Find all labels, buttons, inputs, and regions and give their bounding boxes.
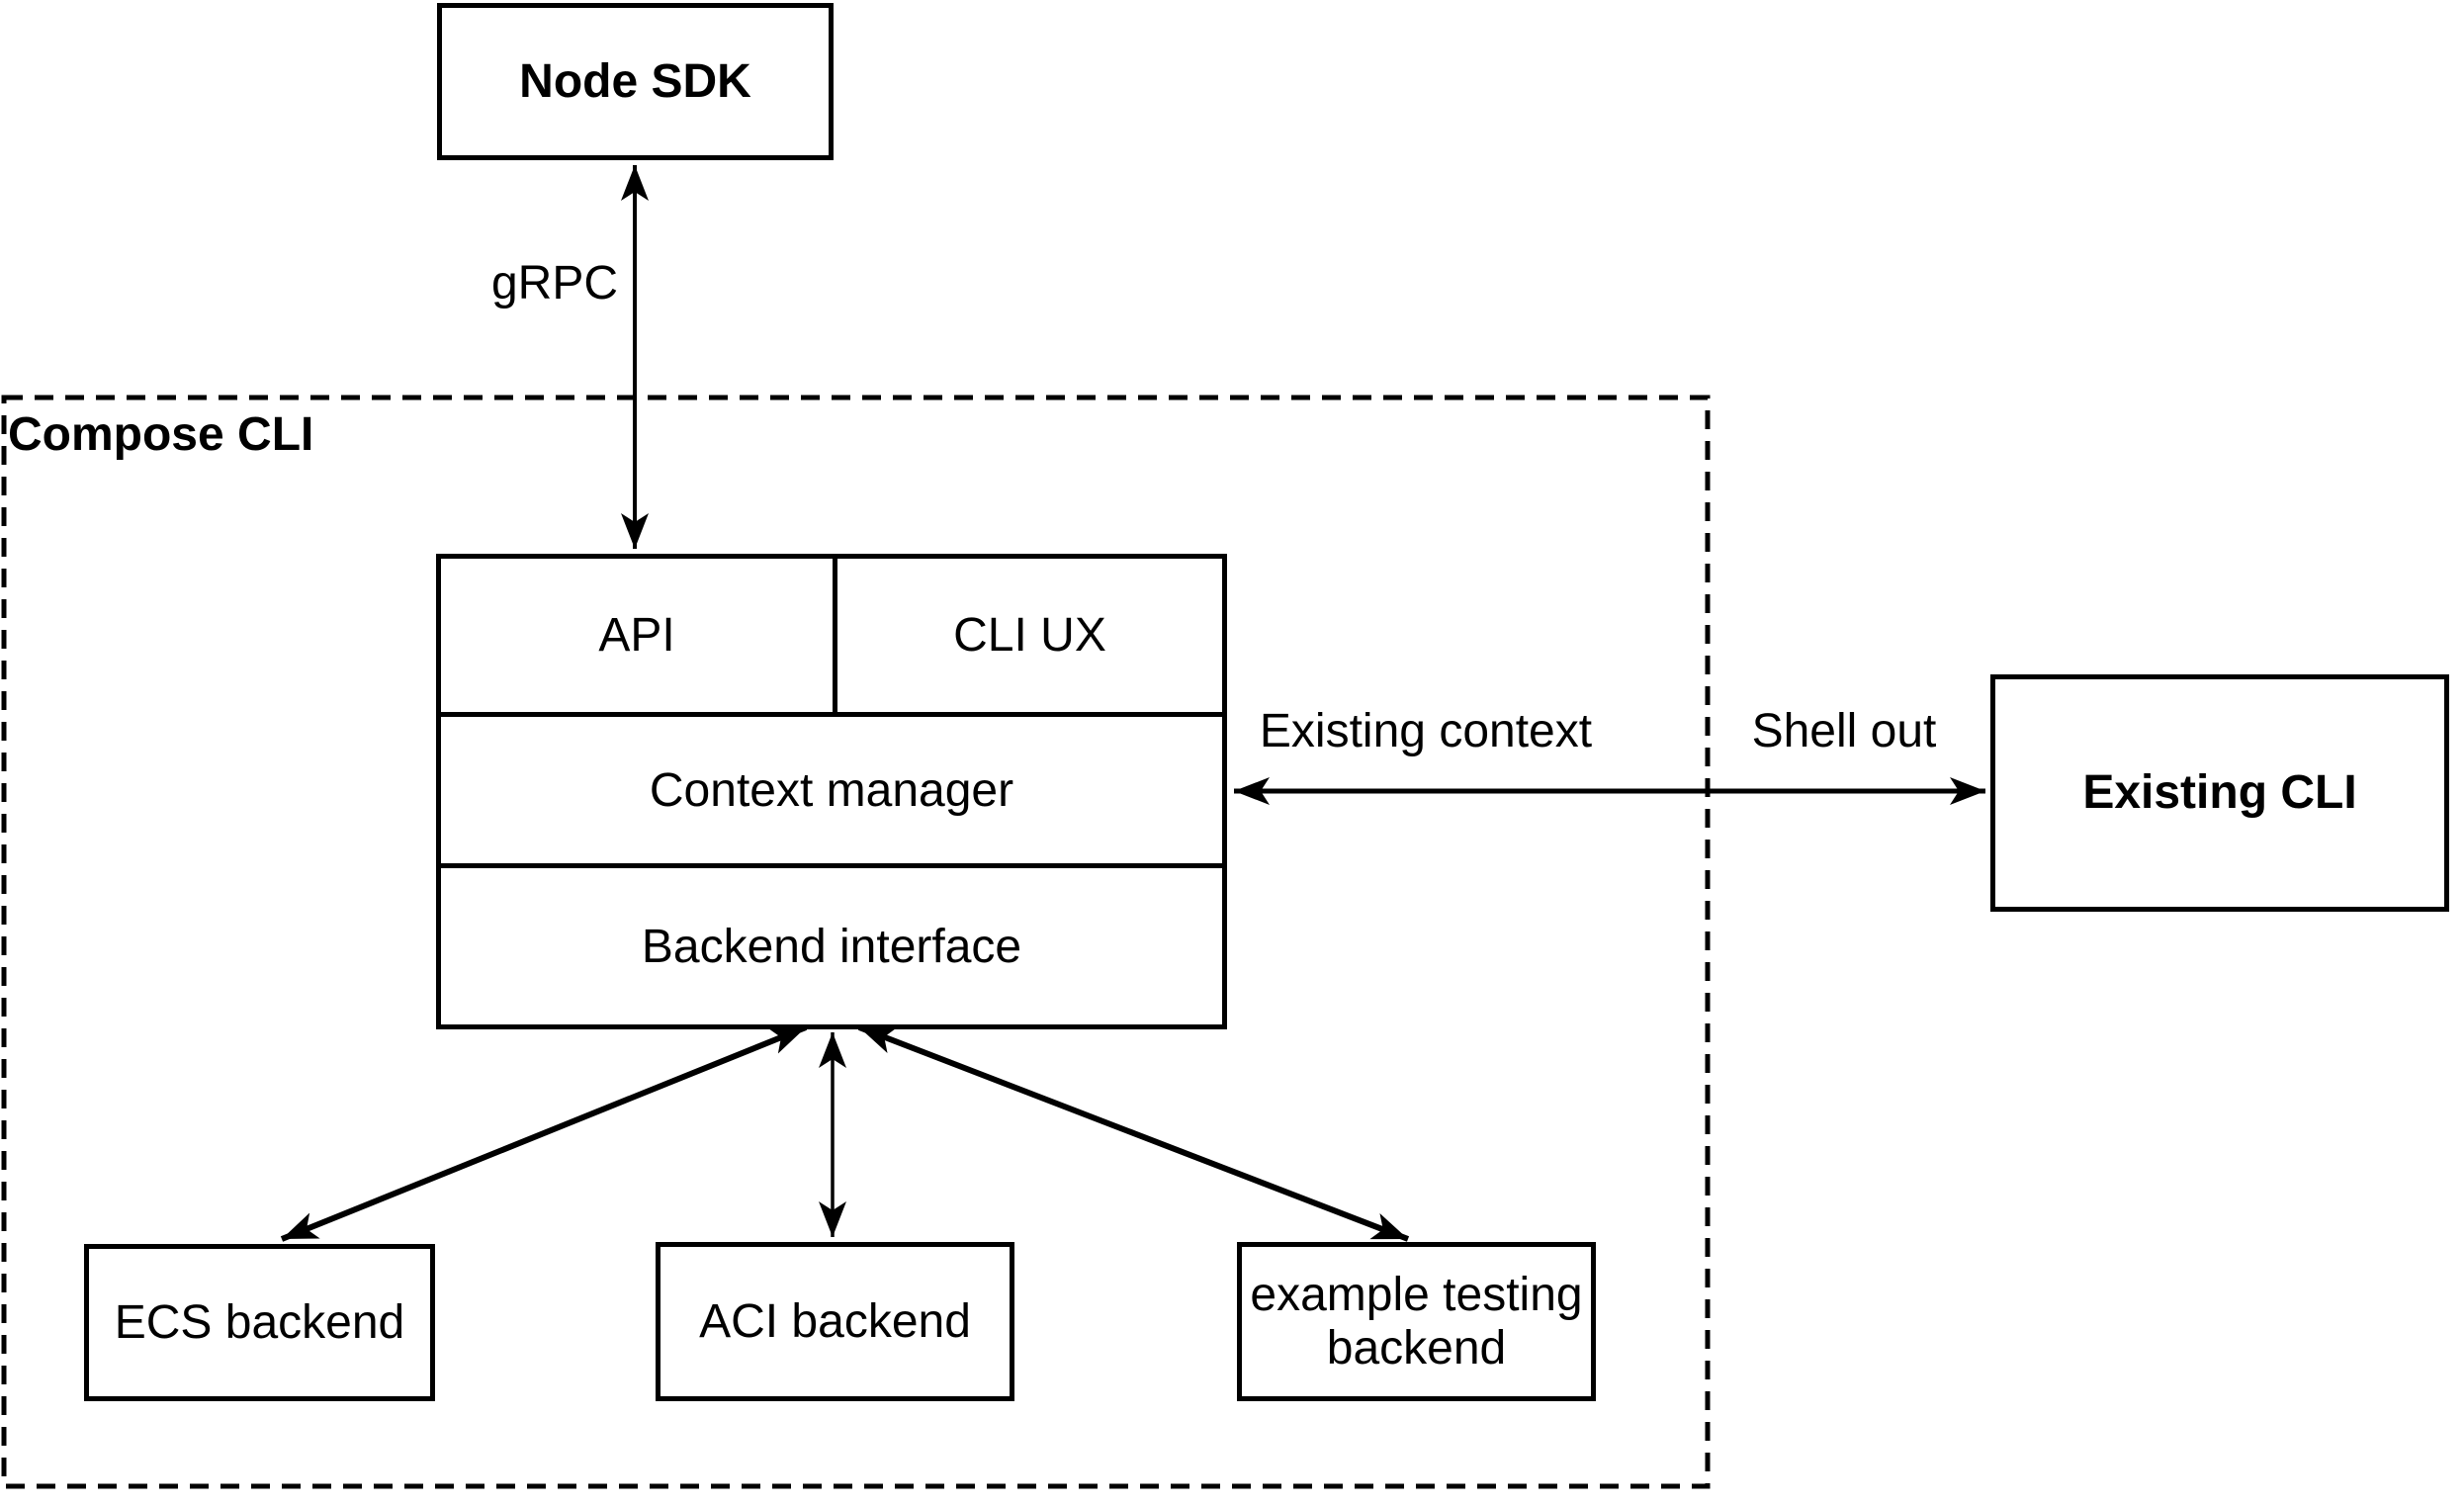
backend-to-example-arrow: [857, 1024, 1410, 1242]
compose-cli-container-label: Compose CLI: [8, 408, 314, 461]
context-manager-box: Context manager: [441, 717, 1222, 868]
api-box: API: [441, 559, 837, 717]
node-sdk-box: Node SDK: [437, 3, 834, 160]
example-testing-backend-box: example testing backend: [1237, 1242, 1596, 1401]
api-label: API: [598, 609, 675, 662]
aci-backend-box: ACI backend: [656, 1242, 1014, 1401]
compose-cli-container: [1, 395, 1711, 1489]
ecs-backend-box: ECS backend: [84, 1244, 435, 1401]
context-manager-label: Context manager: [649, 763, 1014, 817]
backend-interface-label: Backend interface: [641, 920, 1022, 973]
node-sdk-label: Node SDK: [519, 54, 751, 108]
aci-backend-label: ACI backend: [699, 1294, 971, 1348]
compose-cli-stack: API CLI UX Context manager Backend inter…: [436, 554, 1227, 1029]
existing-context-edge-label: Existing context: [1259, 705, 1593, 757]
cli-ux-box: CLI UX: [837, 559, 1222, 717]
existing-cli-label: Existing CLI: [2082, 766, 2357, 819]
backend-to-ecs-arrow: [280, 1024, 808, 1242]
existing-cli-box: Existing CLI: [1990, 674, 2449, 912]
grpc-edge-label: gRPC: [490, 257, 618, 310]
example-testing-backend-label: example testing backend: [1250, 1268, 1583, 1374]
shell-out-edge-label: Shell out: [1751, 705, 1937, 757]
backend-interface-box: Backend interface: [441, 868, 1222, 1024]
ecs-backend-label: ECS backend: [114, 1295, 405, 1349]
cli-ux-label: CLI UX: [953, 609, 1106, 662]
